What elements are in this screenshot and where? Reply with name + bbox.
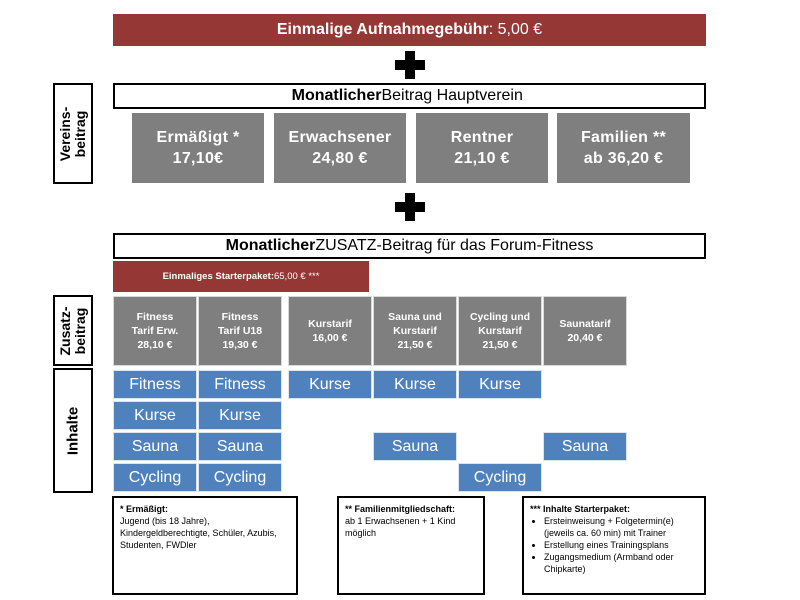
content-kurse: Kurse xyxy=(113,401,197,430)
footnote-bullet: Ersteinweisung + Folgetermin(e) (jeweils… xyxy=(544,515,698,539)
footnote-starterpaket: *** Inhalte Starterpaket: Ersteinweisung… xyxy=(522,496,706,595)
admission-fee-label: Einmalige Aufnahmegebühr xyxy=(276,21,489,38)
tariff-line1: Fitness xyxy=(221,311,259,323)
content-cycling: Cycling xyxy=(113,463,197,492)
footnote-bullet: Zugangsmedium (Armband oder Chipkarte) xyxy=(544,551,698,575)
starter-label: Einmaliges Starterpaket: xyxy=(162,271,274,282)
footnote-text: ab 1 Erwachsenen + 1 Kind möglich xyxy=(345,516,456,538)
tariff-sauna: Saunatarif 20,40 € xyxy=(543,296,627,366)
side-label-line1: Vereins- xyxy=(57,106,73,161)
content-kurse: Kurse xyxy=(198,401,282,430)
side-label-line2: beitrag xyxy=(72,307,88,354)
tariff-line2: Kurstarif xyxy=(478,325,522,337)
plus-icon xyxy=(395,193,425,221)
content-fitness: Fitness xyxy=(198,370,282,399)
starter-package-banner: Einmaliges Starterpaket: 65,00 € *** xyxy=(113,261,369,292)
content-kurse: Kurse xyxy=(288,370,372,399)
tariff-price: 28,10 € xyxy=(137,339,173,351)
content-sauna: Sauna xyxy=(543,432,627,461)
side-label-line1: Zusatz- xyxy=(57,306,73,355)
content-cycling: Cycling xyxy=(198,463,282,492)
footnote-bullet: Erstellung eines Trainingsplans xyxy=(544,539,698,551)
tariff-line2: Kurstarif xyxy=(393,325,437,337)
main-club-header-bold: Monatlicher xyxy=(291,87,382,104)
plus-icon xyxy=(395,51,425,79)
content-sauna: Sauna xyxy=(373,432,457,461)
tile-price: 17,10€ xyxy=(172,150,224,167)
footnote-bullet-list: Ersteinweisung + Folgetermin(e) (jeweils… xyxy=(530,515,698,575)
tariff-price: 21,50 € xyxy=(482,339,518,351)
tariff-price: 21,50 € xyxy=(397,339,433,351)
content-sauna: Sauna xyxy=(113,432,197,461)
tile-ermaessigt: Ermäßigt * 17,10€ xyxy=(132,113,264,183)
zusatzbeitrag-side-label: Zusatz-beitrag xyxy=(53,295,93,366)
tariff-line1: Fitness xyxy=(136,311,174,323)
tariff-fitness-erw: Fitness Tarif Erw. 28,10 € xyxy=(113,296,197,366)
footnote-ermaessigt: * Ermäßigt: Jugend (bis 18 Jahre), Kinde… xyxy=(112,496,298,595)
admission-fee-banner: Einmalige Aufnahmegebühr: 5,00 € xyxy=(113,14,706,46)
tariff-line1: Sauna und xyxy=(388,311,442,323)
footnote-familien: ** Familienmitgliedschaft: ab 1 Erwachse… xyxy=(337,496,485,595)
content-cycling: Cycling xyxy=(458,463,542,492)
tile-name: Erwachsener xyxy=(288,129,392,146)
inhalte-side-label: Inhalte xyxy=(53,368,93,493)
tariff-line1: Kurstarif xyxy=(308,318,352,330)
tariff-line2: Tarif U18 xyxy=(217,325,263,337)
side-label-line2: beitrag xyxy=(72,110,88,157)
tile-price: ab 36,20 € xyxy=(583,150,664,167)
tariff-fitness-u18: Fitness Tarif U18 19,30 € xyxy=(198,296,282,366)
tile-price: 21,10 € xyxy=(454,150,510,167)
main-club-header-text: Beitrag Hauptverein xyxy=(381,87,523,104)
inhalte-label: Inhalte xyxy=(64,406,82,455)
tile-price: 24,80 € xyxy=(312,150,368,167)
tariff-sauna-kurs: Sauna und Kurstarif 21,50 € xyxy=(373,296,457,366)
content-sauna: Sauna xyxy=(198,432,282,461)
tile-familien: Familien ** ab 36,20 € xyxy=(557,113,690,183)
footnote-title: ** Familienmitgliedschaft: xyxy=(345,504,456,514)
starter-value: 65,00 € *** xyxy=(273,271,320,282)
content-kurse: Kurse xyxy=(373,370,457,399)
tariff-price: 19,30 € xyxy=(222,339,258,351)
forum-header-text: ZUSATZ-Beitrag für das Forum-Fitness xyxy=(315,237,594,254)
footnote-title: * Ermäßigt: xyxy=(120,504,169,514)
vereinsbeitrag-side-label: Vereins-beitrag xyxy=(53,83,93,184)
tariff-line1: Saunatarif xyxy=(559,318,611,330)
content-fitness: Fitness xyxy=(113,370,197,399)
tariff-price: 16,00 € xyxy=(312,332,348,344)
tariff-cycling-kurs: Cycling und Kurstarif 21,50 € xyxy=(458,296,542,366)
tile-rentner: Rentner 21,10 € xyxy=(416,113,548,183)
tariff-price: 20,40 € xyxy=(567,332,603,344)
tariff-kurs: Kurstarif 16,00 € xyxy=(288,296,372,366)
main-club-header: Monatlicher Beitrag Hauptverein xyxy=(113,83,706,109)
content-kurse: Kurse xyxy=(458,370,542,399)
tariff-line2: Tarif Erw. xyxy=(131,325,179,337)
tile-erwachsener: Erwachsener 24,80 € xyxy=(274,113,406,183)
tile-name: Familien ** xyxy=(580,129,667,146)
footnote-title: *** Inhalte Starterpaket: xyxy=(530,504,631,514)
tile-name: Ermäßigt * xyxy=(156,129,240,146)
admission-fee-value: : 5,00 € xyxy=(488,21,543,38)
forum-fitness-header: Monatlicher ZUSATZ-Beitrag für das Forum… xyxy=(113,233,706,259)
tile-name: Rentner xyxy=(450,129,514,146)
forum-header-bold: Monatlicher xyxy=(225,237,316,254)
footnote-text: Jugend (bis 18 Jahre), Kindergeldberecht… xyxy=(120,516,277,550)
tariff-line1: Cycling und xyxy=(469,311,531,323)
